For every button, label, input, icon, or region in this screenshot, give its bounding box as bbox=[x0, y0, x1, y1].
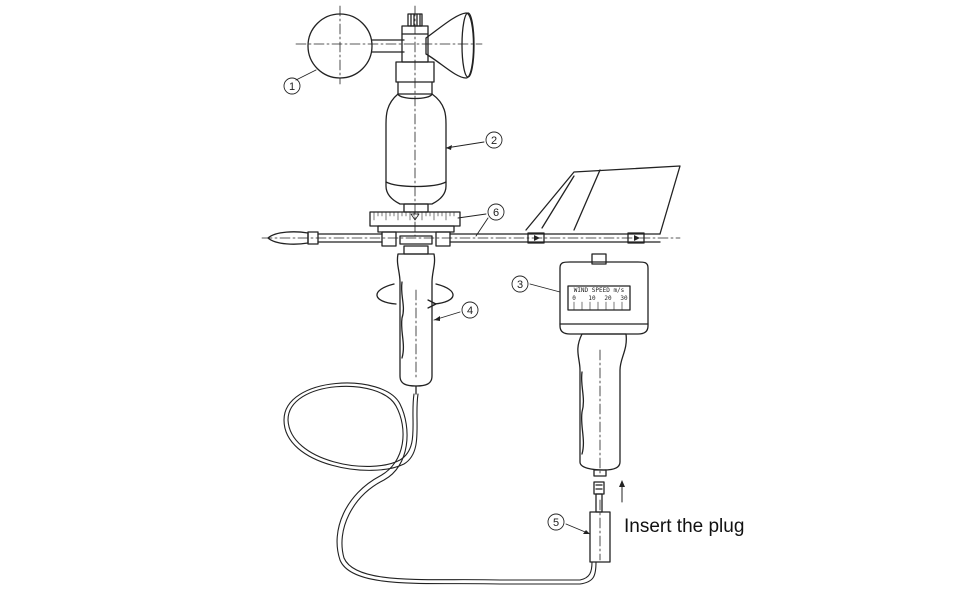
cable bbox=[283, 382, 597, 585]
callout-4-number: 4 bbox=[467, 305, 473, 317]
direction-scale bbox=[369, 211, 461, 247]
callout-4: 4 bbox=[433, 301, 479, 321]
callout-1: 1 bbox=[283, 69, 317, 95]
meter-tick-1: 10 bbox=[588, 295, 596, 302]
handle bbox=[376, 245, 454, 395]
callout-2-number: 2 bbox=[491, 135, 497, 147]
insert-arrow bbox=[619, 480, 625, 503]
callout-1-number: 1 bbox=[289, 81, 295, 93]
cup-rotor bbox=[295, 5, 483, 237]
meter-tick-2: 20 bbox=[604, 295, 612, 302]
vane-arm bbox=[261, 165, 681, 245]
plug bbox=[589, 481, 611, 563]
sensor-body bbox=[385, 93, 447, 213]
callout-3-number: 3 bbox=[517, 279, 523, 291]
insert-instruction: Insert the plug bbox=[624, 516, 744, 537]
callout-5-number: 5 bbox=[553, 517, 559, 529]
callout-2: 2 bbox=[445, 131, 503, 150]
meter-tick-3: 30 bbox=[620, 295, 628, 302]
callout-6: 6 bbox=[457, 203, 505, 237]
callout-3: 3 bbox=[511, 275, 561, 293]
callout-5: 5 bbox=[547, 513, 591, 535]
callout-6-number: 6 bbox=[493, 207, 499, 219]
wind-speed-dial bbox=[567, 285, 631, 311]
indicator: WIND SPEED m/s 0 10 20 30 bbox=[559, 253, 649, 477]
meter-tick-0: 0 bbox=[572, 295, 576, 302]
meter-label: WIND SPEED m/s bbox=[574, 287, 625, 294]
